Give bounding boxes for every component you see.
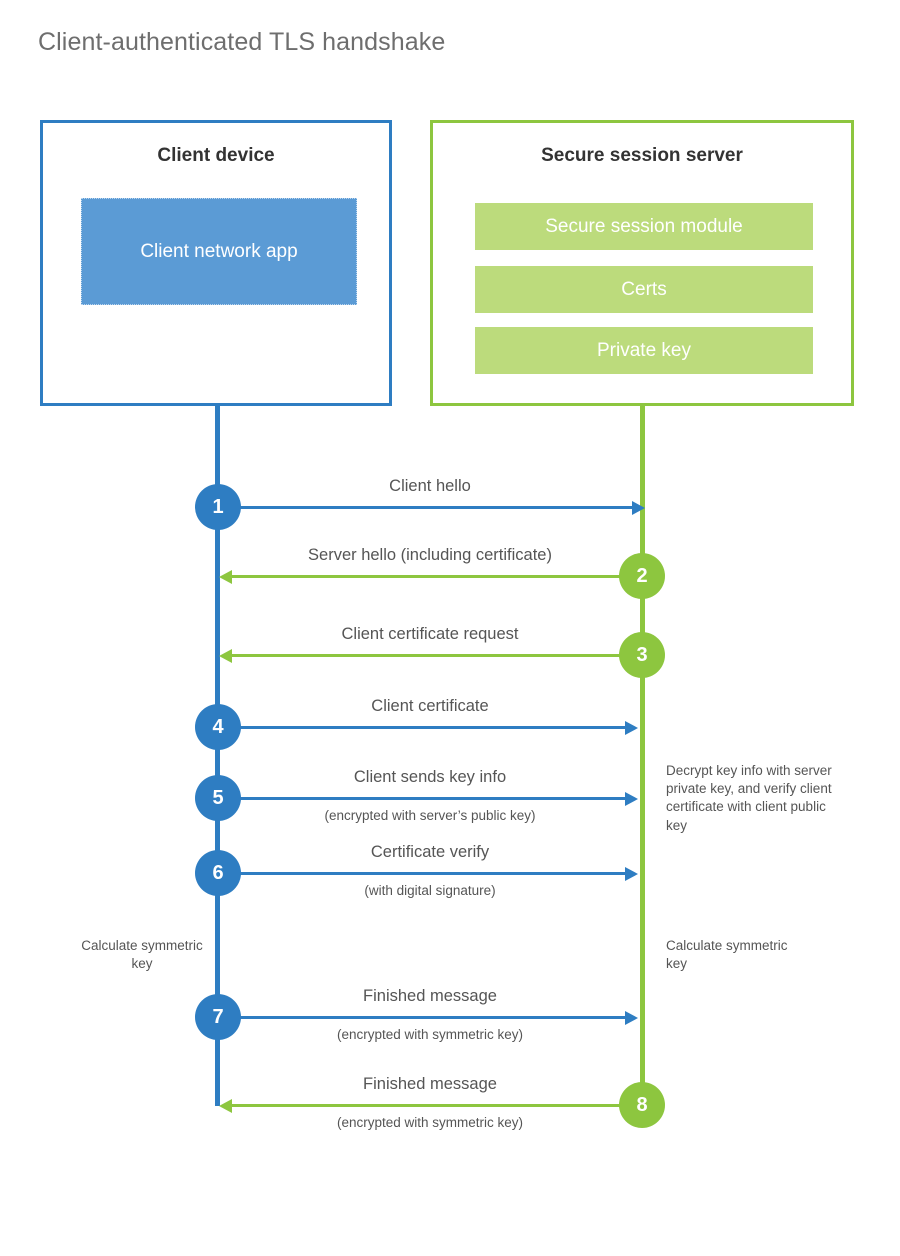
- page-title: Client-authenticated TLS handshake: [38, 28, 446, 56]
- step-6-badge: 6: [195, 850, 241, 896]
- step-2-badge: 2: [619, 553, 665, 599]
- step-7-label: Finished message: [363, 987, 497, 1005]
- client-lifeline: [215, 406, 220, 1106]
- step-6-arrow-head: [625, 867, 638, 881]
- step-2-arrow-line: [232, 575, 642, 578]
- step-3-arrow-head: [219, 649, 232, 663]
- secure-session-server-box: Secure session server Secure session mod…: [430, 120, 854, 406]
- step-1-badge: 1: [195, 484, 241, 530]
- step-5-sublabel: (encrypted with server’s public key): [324, 808, 536, 823]
- note-decrypt-key-info: Decrypt key info with server private key…: [666, 763, 832, 833]
- note-calculate-symmetric-key-server: Calculate symmetric key: [666, 938, 788, 972]
- step-4-label: Client certificate: [371, 697, 489, 715]
- step-5-arrow-head: [625, 792, 638, 806]
- step-6-label: Certificate verify: [370, 843, 490, 861]
- step-6-sublabel: (with digital signature): [364, 883, 496, 898]
- server-module-secure-session-module: Secure session module: [475, 203, 813, 250]
- step-7-arrow-head: [625, 1011, 638, 1025]
- server-module-certs: Certs: [475, 266, 813, 313]
- step-2-label: Server hello (including certificate): [308, 546, 552, 564]
- step-8-arrow-head: [219, 1099, 232, 1113]
- step-4-badge: 4: [195, 704, 241, 750]
- step-1-arrow-head: [632, 501, 645, 515]
- step-4-arrow-head: [625, 721, 638, 735]
- step-7-arrow-line: [217, 1016, 626, 1019]
- step-1-arrow-line: [217, 506, 633, 509]
- step-5-badge: 5: [195, 775, 241, 821]
- step-7-sublabel: (encrypted with symmetric key): [336, 1027, 524, 1042]
- step-3-label: Client certificate request: [341, 625, 519, 643]
- step-2-arrow-head: [219, 570, 232, 584]
- note-calculate-symmetric-key-client: Calculate symmetric key: [81, 938, 203, 972]
- step-3-badge: 3: [619, 632, 665, 678]
- step-7-badge: 7: [195, 994, 241, 1040]
- client-device-title: Client device: [157, 145, 275, 166]
- step-8-badge: 8: [619, 1082, 665, 1128]
- step-3-arrow-line: [232, 654, 642, 657]
- step-8-label: Finished message: [363, 1075, 497, 1093]
- secure-session-server-title: Secure session server: [541, 145, 743, 166]
- step-5-label: Client sends key info: [353, 768, 507, 786]
- step-8-sublabel: (encrypted with symmetric key): [336, 1115, 524, 1130]
- step-1-label: Client hello: [389, 477, 471, 495]
- server-module-private-key: Private key: [475, 327, 813, 374]
- step-4-arrow-line: [217, 726, 626, 729]
- step-6-arrow-line: [217, 872, 626, 875]
- step-5-arrow-line: [217, 797, 626, 800]
- client-network-app-block: Client network app: [81, 198, 357, 305]
- client-device-box: Client device Client network app: [40, 120, 392, 406]
- step-8-arrow-line: [232, 1104, 642, 1107]
- server-lifeline: [640, 406, 645, 1106]
